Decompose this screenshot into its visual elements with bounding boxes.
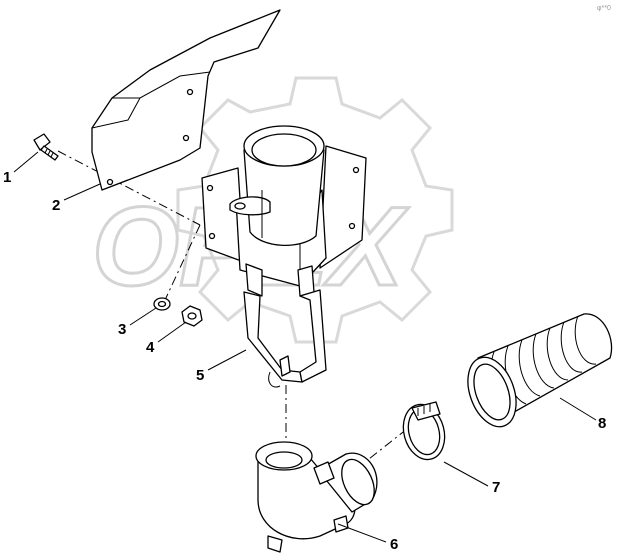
leader-6 [337, 523, 387, 543]
callout-2: 2 [52, 197, 60, 214]
callouts: 1 2 3 4 5 6 7 8 [3, 169, 606, 553]
leader-5 [207, 349, 247, 371]
leader-8 [559, 397, 597, 421]
centerline-clamp [354, 424, 413, 471]
heat-shield-plate [91, 9, 281, 191]
callout-6: 6 [390, 536, 398, 553]
leader-4 [157, 321, 187, 343]
leader-lines [13, 151, 597, 543]
centerline-bolt [57, 150, 201, 226]
bolt [33, 133, 59, 161]
corrugated-hose [467, 313, 613, 428]
watermark-gear [176, 76, 454, 344]
washer [153, 297, 171, 311]
callout-1: 1 [3, 169, 11, 186]
elbow-pipe [255, 441, 378, 553]
callout-3: 3 [118, 321, 126, 338]
hex-nut [181, 305, 203, 327]
leader-7 [443, 461, 489, 487]
centerline-nut [164, 224, 201, 301]
leader-2 [63, 183, 101, 201]
hose-clamp [402, 401, 446, 461]
callout-7: 7 [492, 479, 500, 496]
callout-8: 8 [598, 415, 606, 432]
callout-4: 4 [146, 339, 155, 356]
leader-1 [13, 151, 39, 173]
leader-3 [129, 307, 157, 326]
center-lines [57, 150, 413, 471]
corner-code: φ**0 [597, 5, 611, 12]
callout-5: 5 [196, 367, 204, 384]
riser-tube [229, 125, 325, 247]
